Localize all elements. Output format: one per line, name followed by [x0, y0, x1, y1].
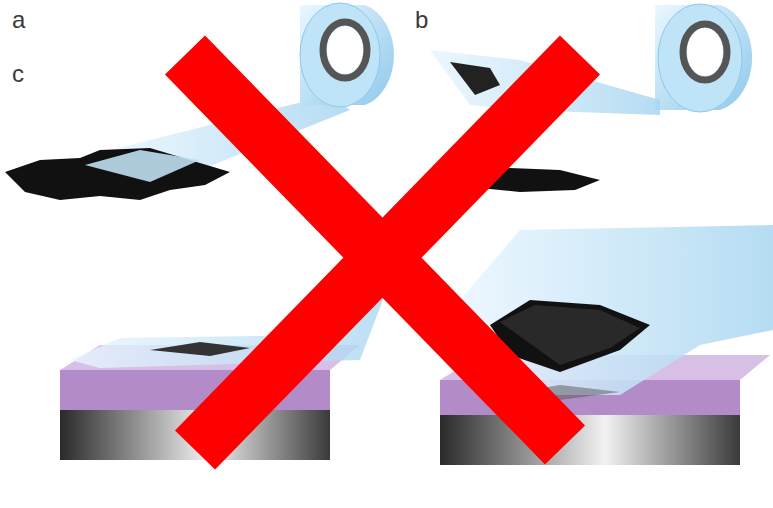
peeled-flake: [450, 62, 500, 95]
roll-hole: [327, 26, 363, 74]
roll-core: [683, 24, 727, 80]
panel-label: a: [12, 8, 25, 32]
panel-label: b: [415, 8, 428, 32]
cross-stroke: [195, 55, 580, 450]
roll-core: [323, 22, 367, 78]
graphite-flake: [5, 148, 230, 200]
panel-label: c: [12, 62, 24, 86]
roll-face: [300, 3, 380, 107]
graphene-flake: [150, 342, 250, 356]
red-cross: [185, 55, 580, 450]
tape-on-flake: [85, 150, 200, 182]
tape-roll: [300, 3, 394, 107]
roll-hole: [687, 28, 723, 76]
silicon-layer: [440, 415, 740, 465]
flake-layer: [500, 305, 640, 365]
tape-roll: [655, 4, 752, 112]
roll-face: [658, 4, 742, 112]
